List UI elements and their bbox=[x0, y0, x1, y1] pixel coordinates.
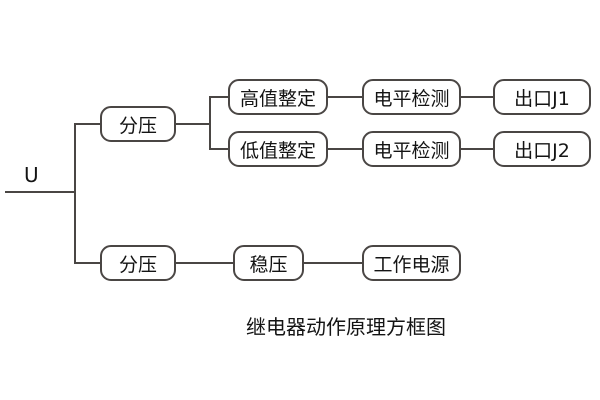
connector-trunk-to-divider-bottom bbox=[74, 262, 100, 264]
connector-low-setting-to-level-detect bbox=[328, 148, 362, 150]
connector-trunk-vertical bbox=[74, 123, 76, 264]
connector-high-setting-to-level-detect bbox=[328, 96, 362, 98]
connector-trunk-to-divider-top bbox=[74, 123, 100, 125]
node-voltage-divider-bottom: 分压 bbox=[100, 245, 176, 281]
connector-level-detect-to-output-j2 bbox=[461, 148, 493, 150]
connector-regulator-to-working-power bbox=[304, 262, 362, 264]
node-working-power: 工作电源 bbox=[362, 245, 461, 281]
connector-divider-to-regulator bbox=[176, 262, 233, 264]
connector-level-detect-to-output-j1 bbox=[461, 96, 493, 98]
node-level-detection-2: 电平检测 bbox=[362, 131, 461, 167]
connector-branch-vertical bbox=[209, 96, 211, 150]
node-voltage-divider-top: 分压 bbox=[100, 106, 176, 142]
connector-divider-top-out bbox=[176, 123, 211, 125]
input-voltage-label: U bbox=[24, 163, 39, 187]
node-output-j1: 出口J1 bbox=[493, 79, 591, 115]
node-level-detection-1: 电平检测 bbox=[362, 79, 461, 115]
connector-branch-to-low-setting bbox=[209, 148, 228, 150]
node-output-j2: 出口J2 bbox=[493, 131, 591, 167]
connector-input-u bbox=[5, 191, 76, 193]
diagram-caption: 继电器动作原理方框图 bbox=[246, 315, 446, 339]
node-voltage-regulator: 稳压 bbox=[233, 245, 304, 281]
node-high-value-setting: 高值整定 bbox=[228, 79, 328, 115]
connector-branch-to-high-setting bbox=[209, 96, 228, 98]
node-low-value-setting: 低值整定 bbox=[228, 131, 328, 167]
